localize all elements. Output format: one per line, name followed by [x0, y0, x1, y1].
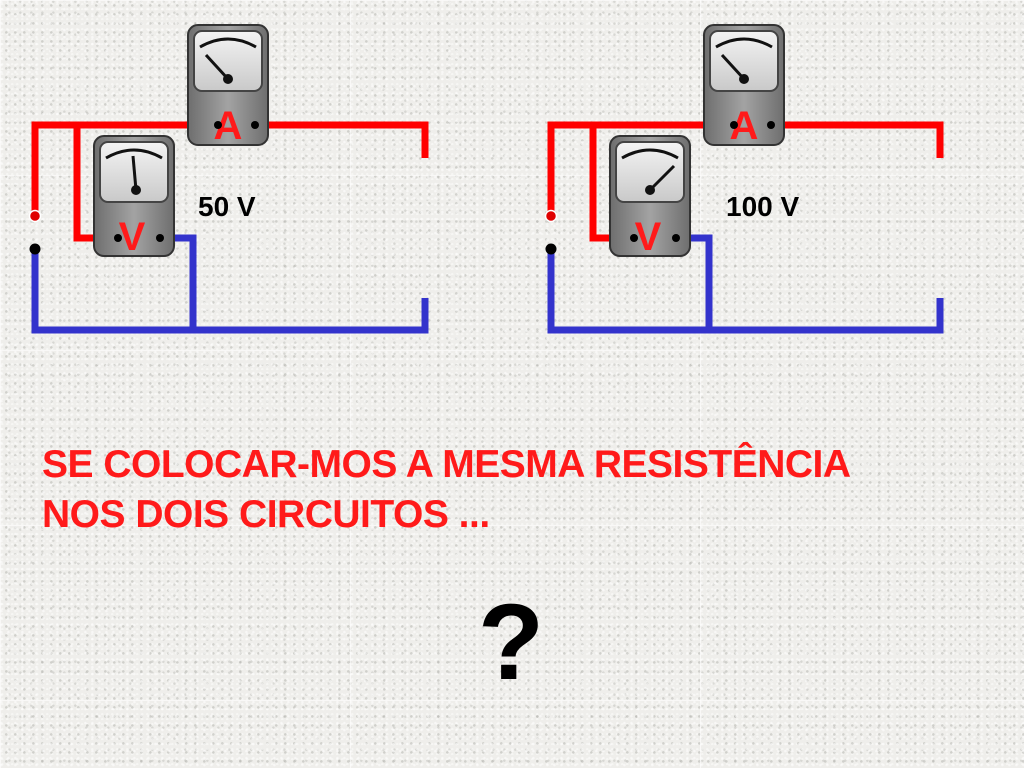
- negative-wire: [31, 234, 429, 334]
- circuit-left: A V 50 V: [28, 24, 429, 334]
- voltmeter-needle: [131, 155, 138, 191]
- voltmeter-needle: [648, 164, 676, 192]
- ammeter-needle: [204, 53, 230, 81]
- ammeter: A: [703, 24, 785, 148]
- question-text: SE COLOCAR-MOS A MESMA RESISTÊNCIA NOS DO…: [42, 440, 851, 540]
- positive-terminal: [28, 209, 42, 223]
- negative-terminal: [545, 243, 557, 255]
- voltmeter-letter: V: [635, 215, 662, 259]
- circuit-right: A V 100 V: [544, 24, 944, 334]
- positive-terminal: [544, 209, 558, 223]
- voltmeter: V: [609, 135, 691, 259]
- question-line-1: SE COLOCAR-MOS A MESMA RESISTÊNCIA: [42, 443, 851, 486]
- circuit-diagrams: A V 50 V: [28, 24, 944, 334]
- question-line-2: NOS DOIS CIRCUITOS ...: [42, 493, 490, 536]
- question-mark: ?: [478, 581, 544, 702]
- voltmeter: V: [93, 135, 175, 259]
- voltmeter-letter: V: [119, 215, 146, 259]
- negative-wire: [547, 234, 944, 334]
- ammeter-needle: [720, 53, 746, 81]
- negative-terminal: [29, 243, 41, 255]
- voltage-label-right: 100 V: [726, 191, 799, 222]
- ammeter: A: [187, 24, 269, 148]
- voltage-label-left: 50 V: [198, 191, 256, 222]
